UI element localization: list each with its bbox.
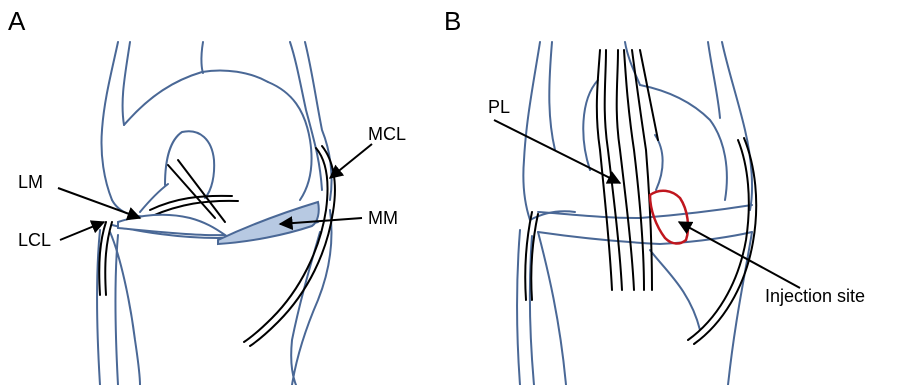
pl-line-2 <box>605 50 622 290</box>
femur-left-inner <box>123 42 130 125</box>
b-fibula-left <box>517 230 520 385</box>
mcl-line-2 <box>250 146 335 346</box>
acl-line-1 <box>168 165 215 218</box>
b-lateral-ligament <box>525 212 538 300</box>
label-injection-site: Injection site <box>765 286 865 306</box>
panel-a: A <box>8 6 406 385</box>
panel-b-bone-outlines <box>517 42 752 385</box>
arrow-injection-site <box>679 222 800 288</box>
panel-b-letter: B <box>444 6 461 36</box>
panel-a-letter: A <box>8 6 26 36</box>
pcl-line-1 <box>150 196 232 210</box>
femur-notch-top <box>201 42 203 73</box>
b-femur-left-inner <box>549 42 555 150</box>
fibula-inner <box>115 235 118 385</box>
b-femur-left <box>523 42 540 220</box>
b-patella-left <box>583 80 598 170</box>
label-lcl: LCL <box>18 230 51 250</box>
femur-right-shaft <box>290 42 322 190</box>
femur-top-contour <box>124 70 268 125</box>
arrow-lm <box>58 188 140 218</box>
label-lm: LM <box>18 172 43 192</box>
b-femur-notch <box>625 42 640 85</box>
arrow-mcl <box>330 144 372 178</box>
lateral-collateral-ligament <box>99 222 112 295</box>
acl-line-2 <box>178 160 225 222</box>
b-plateau-bottom <box>538 232 752 244</box>
b-tibia-left <box>538 232 566 385</box>
b-mcl-line-1 <box>688 140 749 340</box>
tibia-right-shaft <box>291 232 320 385</box>
label-mm: MM <box>368 208 398 228</box>
b-tibia-contour <box>650 250 700 330</box>
panel-b: B <box>444 6 865 385</box>
label-mcl: MCL <box>368 124 406 144</box>
b-lcl-line-2 <box>531 214 538 300</box>
b-femur-right-inner <box>708 42 720 118</box>
medial-condyle <box>268 82 312 200</box>
cruciate-ligaments <box>150 160 238 222</box>
b-femur-right-condyle <box>640 85 727 200</box>
arrow-lcl <box>60 222 104 240</box>
femur-left-shaft <box>101 42 118 200</box>
lateral-meniscus <box>118 215 225 235</box>
label-pl: PL <box>488 97 510 117</box>
b-patella-right <box>655 135 663 190</box>
